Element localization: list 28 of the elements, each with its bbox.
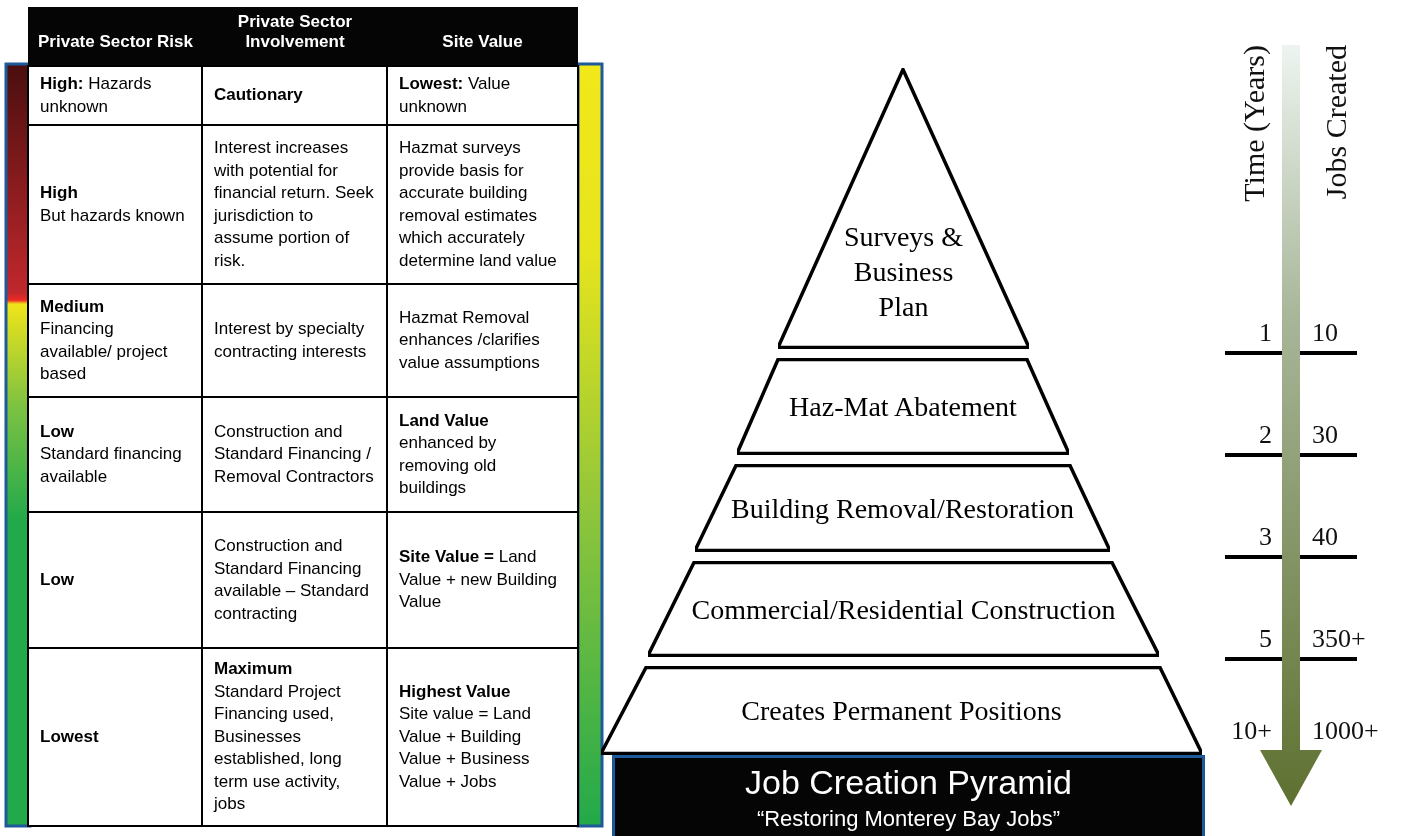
caption: “Restoring Monterey Bay Jobs” — [756, 806, 1061, 832]
pyramid-tier: Commercial/Residential Construction — [648, 561, 1159, 657]
pyramid-tier: Building Removal/Restoration — [695, 464, 1110, 552]
year-value: 5 — [1259, 624, 1272, 654]
column-header: Site Value — [387, 7, 578, 66]
risk-gradient-bar — [4, 62, 32, 828]
jobs-value: 10 — [1312, 318, 1338, 348]
risk-level-text: High: Hazards unknown — [27, 65, 203, 126]
axis-title: Time (Years) — [1236, 45, 1271, 202]
pyramid-top-triangle: Surveys & Business Plan — [778, 68, 1029, 349]
column-header: Private Sector Risk — [28, 7, 203, 66]
axis-title: Jobs Created — [1318, 45, 1353, 200]
column-header: Private Sector Involvement — [202, 7, 388, 66]
jobs-value: 40 — [1312, 522, 1338, 552]
jobs-value: 30 — [1312, 420, 1338, 450]
year-value: 1 — [1259, 318, 1272, 348]
year-value: 2 — [1259, 420, 1272, 450]
site-value-text: Highest Value Site value = Land Value + Building Value + Business Value + Jobs — [386, 647, 579, 827]
risk-level-text: Lowest — [27, 647, 203, 827]
pyramid-tier: Haz-Mat Abatement — [737, 358, 1069, 455]
title: Job Creation Pyramid — [745, 762, 1072, 802]
jobs-value: 350+ — [1312, 624, 1366, 654]
value-gradient-bar — [576, 62, 604, 828]
jobs-value: 1000+ — [1312, 716, 1379, 746]
site-value-text: Lowest: Value unknown — [386, 65, 579, 126]
year-value: 10+ — [1231, 716, 1272, 746]
pyramid-tier: Creates Permanent Positions — [601, 666, 1202, 755]
year-value: 3 — [1259, 522, 1272, 552]
